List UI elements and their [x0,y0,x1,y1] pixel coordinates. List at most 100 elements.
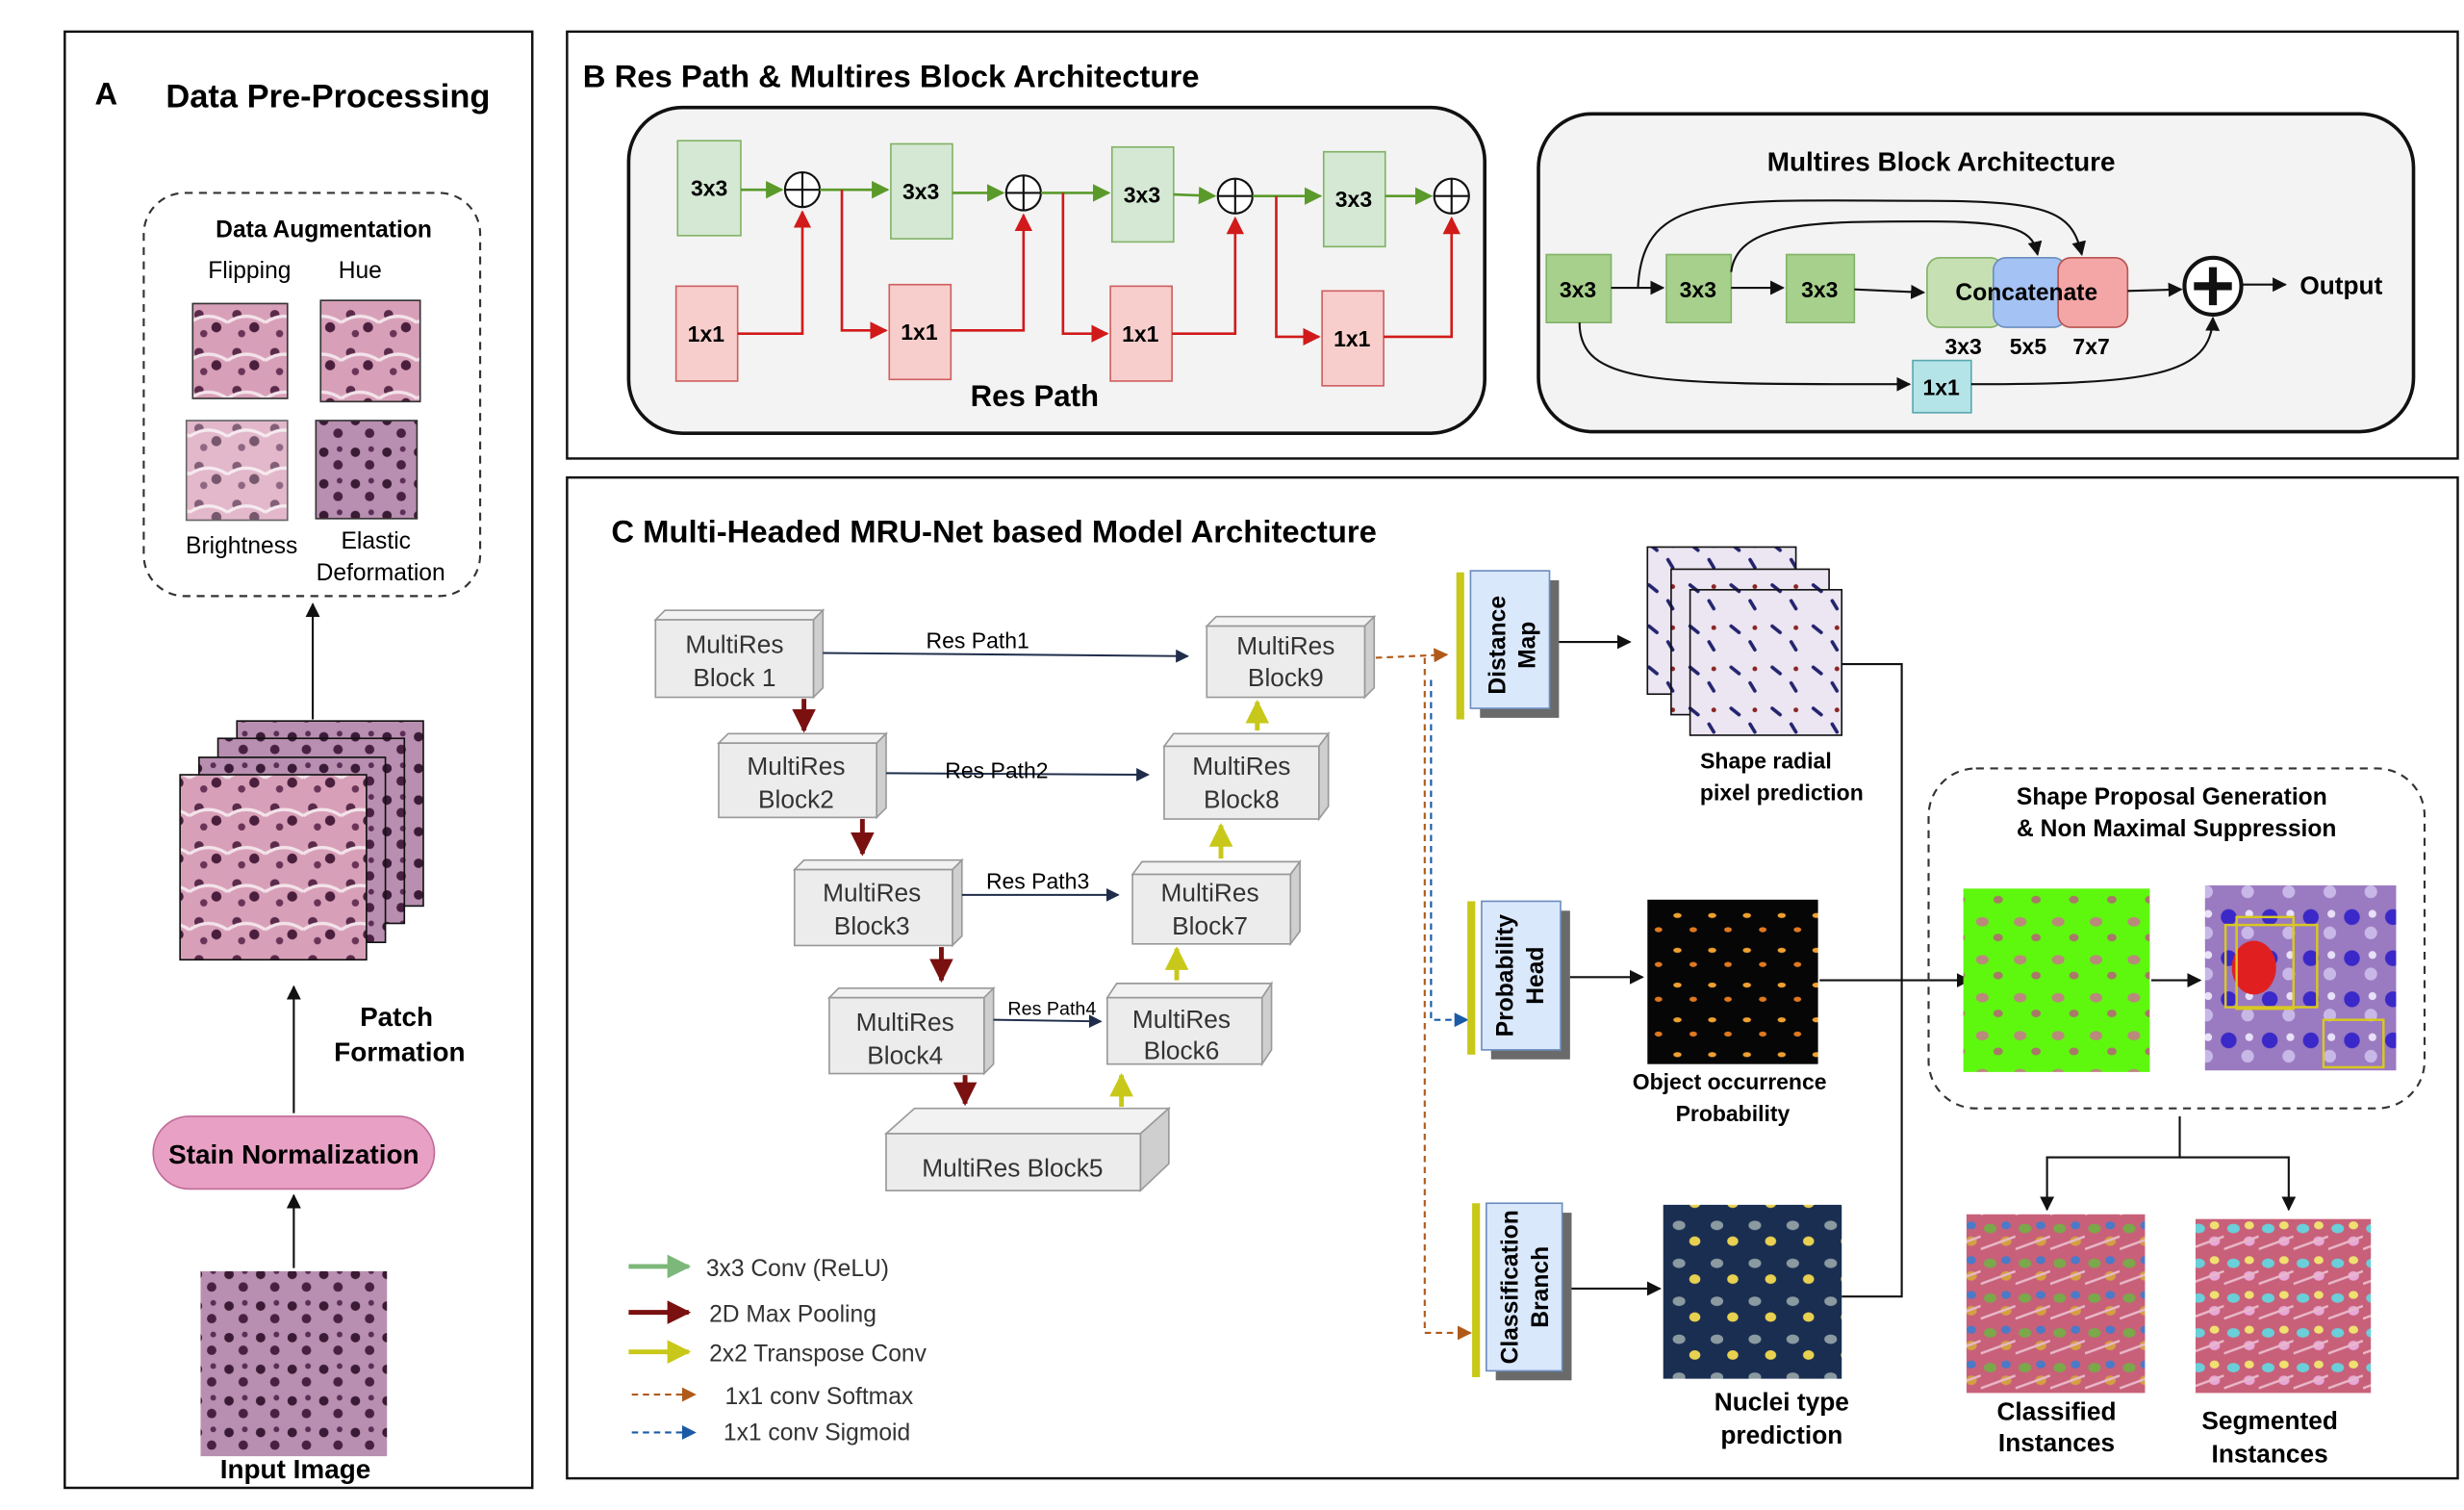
segmented-1: Segmented [2201,1406,2338,1435]
transpose-arrows [1109,699,1270,1108]
legend-conv-label: 3x3 Conv (ReLU) [706,1256,889,1282]
classified-1: Classified [1996,1396,2116,1425]
mr-conv1: 1x1 [1922,375,1960,400]
panel-a-letter: A [95,75,118,111]
panel-b-title: B Res Path & Multires Block Architecture [583,58,1200,93]
legend-transpose-label: 2x2 Transpose Conv [709,1342,927,1368]
res-path-arrows [823,649,1189,1029]
shape-proposal-image [1963,888,2150,1072]
shape-proposal-2: & Non Maximal Suppression [2017,816,2336,842]
block6-b: Block6 [1144,1037,1220,1065]
block1-b: Block 1 [693,663,775,692]
res-conv3-c: 3x3 [1124,182,1160,207]
res-path4-label: Res Path4 [1007,999,1096,1020]
probability-image [1647,899,1818,1064]
concatenate-label: Concatenate [1955,280,2097,306]
sigmoid-to-probability [1430,679,1469,1028]
legend-softmax-label: 1x1 conv Softmax [725,1384,914,1410]
probability-head-label-1: Probability [1493,914,1519,1037]
res-conv3-a: 3x3 [691,176,727,201]
block7-a: MultiRes [1160,878,1258,907]
brightness-image [185,420,289,522]
softmax-to-classification [1423,657,1472,1341]
object-occurrence-2: Probability [1676,1101,1791,1126]
classification-head-label-2: Branch [1528,1246,1554,1328]
block1-a: MultiRes [685,630,783,659]
panel-c-frame [566,475,2459,1480]
input-image-label: Input Image [220,1454,371,1484]
pooling-arrows [792,699,978,1107]
hue-image [319,299,421,403]
block6-a: MultiRes [1132,1005,1231,1034]
augmentation-title: Data Augmentation [216,217,432,243]
distance-head-label-2: Map [1515,622,1541,669]
label-patch: Patch [360,1002,433,1032]
input-image [200,1270,388,1457]
res-conv1-d: 1x1 [1334,326,1371,351]
nuclei-type-2: prediction [1720,1420,1842,1449]
nuclei-type-image [1663,1204,1842,1379]
distance-map-images [1646,546,1843,736]
legend-sigmoid-label: 1x1 conv Sigmoid [724,1420,910,1446]
res-conv1-c: 1x1 [1122,321,1159,346]
res-conv3-b: 3x3 [902,179,939,204]
output-label: Output [2299,271,2382,300]
res-conv1-a: 1x1 [688,321,725,346]
distance-head-label-1: Distance [1486,596,1511,695]
flipping-image [191,302,289,399]
shape-proposal-1: Shape Proposal Generation [2017,784,2327,810]
label-deformation: Deformation [317,560,445,586]
block7-b: Block7 [1172,911,1248,940]
panel-b-frame [566,30,2459,460]
legend [628,1254,697,1440]
segmented-instances-image [2195,1218,2372,1394]
stain-normalization-label: Stain Normalization [168,1139,419,1169]
panel-a-title: Data Pre-Processing [165,79,490,115]
object-occurrence-1: Object occurrence [1633,1069,1827,1094]
kernel-3x3: 3x3 [1944,334,1981,359]
label-brightness: Brightness [186,533,297,559]
mr-conv3-b: 3x3 [1680,277,1716,302]
classified-2: Instances [1998,1428,2115,1457]
classified-instances-image [1966,1214,2146,1394]
block-labels: MultiRes Block 1 MultiRes Block2 MultiRe… [685,630,1334,1183]
classification-head-label-1: Classification [1498,1210,1524,1364]
heads [1456,570,1572,1381]
shape-radial-2: pixel prediction [1700,780,1864,805]
res-conv1-b: 1x1 [901,320,938,345]
legend-pool-label: 2D Max Pooling [709,1301,876,1327]
unet-blocks [653,608,1377,1193]
multires-diagram [1545,199,2288,414]
label-elastic: Elastic [341,528,411,554]
block3-a: MultiRes [823,878,921,907]
res-path3-label: Res Path3 [986,868,1089,893]
label-flipping: Flipping [208,258,291,284]
block9-b: Block9 [1248,663,1324,692]
multires-title: Multires Block Architecture [1767,146,2116,176]
res-path2-label: Res Path2 [945,757,1048,782]
nms-image [2204,885,2397,1071]
block5: MultiRes Block5 [922,1153,1103,1182]
res-path-label: Res Path [971,379,1099,413]
augmentation-box [142,192,482,598]
shape-proposal-box [1927,767,2426,1110]
softmax-to-distance [1375,648,1449,663]
res-path-diagram [674,140,1470,387]
block4-a: MultiRes [856,1008,954,1037]
probability-head-label-2: Head [1523,947,1549,1005]
res-path1-label: Res Path1 [927,628,1029,653]
block4-b: Block4 [867,1041,943,1070]
panel-c-title: C Multi-Headed MRU-Net based Model Archi… [611,514,1377,550]
mr-conv3-a: 3x3 [1560,277,1596,302]
segmented-2: Instances [2212,1440,2328,1469]
block3-b: Block3 [834,911,910,940]
stain-normalization-pill [152,1115,436,1190]
label-hue: Hue [339,258,382,284]
label-formation: Formation [334,1037,465,1066]
block8-b: Block8 [1204,785,1280,814]
res-conv3-d: 3x3 [1335,187,1372,212]
kernel-5x5: 5x5 [2010,334,2047,359]
block8-a: MultiRes [1192,752,1290,781]
